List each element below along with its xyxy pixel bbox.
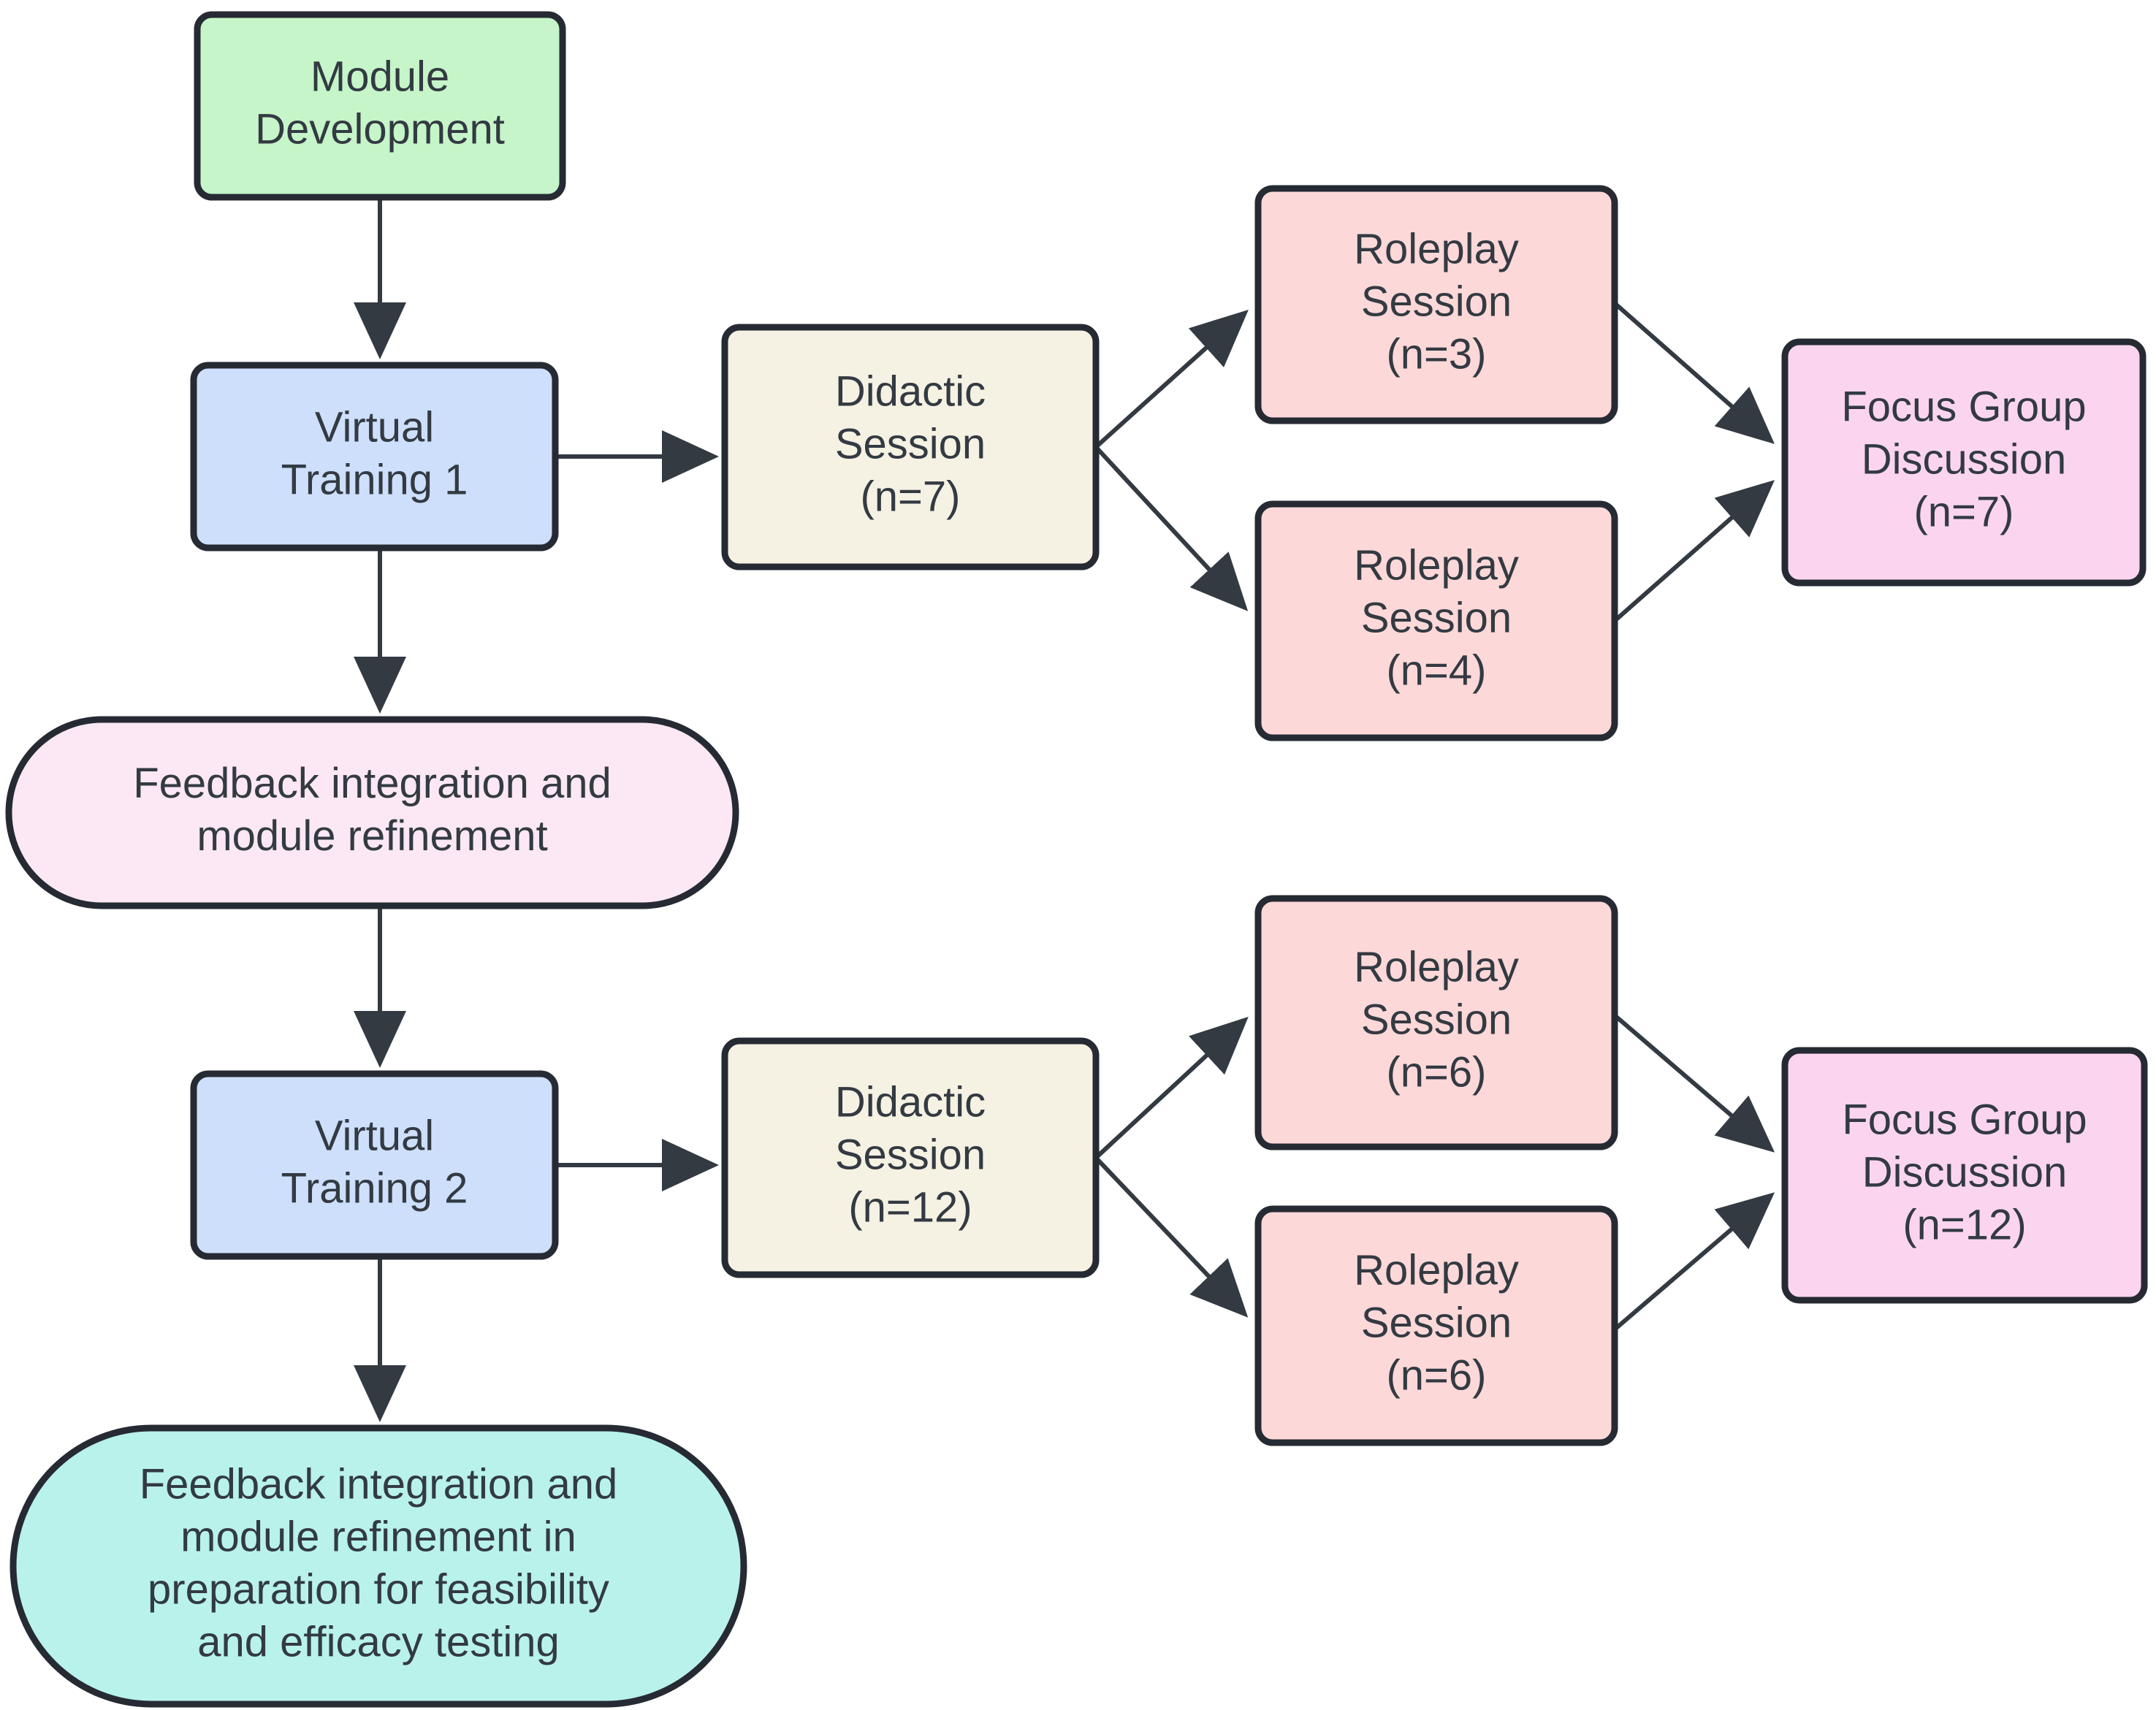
- node-label-focus-group-n12-line-2: (n=12): [1902, 1201, 2026, 1248]
- node-shape-didactic-session-2: [721, 1037, 1100, 1278]
- node-label-roleplay-session-n6-a-line-2: (n=6): [1386, 1048, 1486, 1096]
- node-feedback-refinement-2[interactable]: Feedback integration and module refinemen…: [9, 1424, 747, 1708]
- node-shape-roleplay-session-n3: [1254, 185, 1618, 424]
- node-label-module-development-line-0: Module: [311, 53, 449, 100]
- node-label-virtual-training-1-line-1: Training 1: [281, 456, 468, 503]
- node-label-didactic-session-1-line-2: (n=7): [860, 473, 960, 520]
- node-shape-didactic-session-1: [721, 324, 1100, 570]
- node-label-feedback-refinement-1-line-0: Feedback integration and: [133, 760, 612, 807]
- node-shape-focus-group-n12: [1781, 1047, 2148, 1304]
- node-label-module-development-line-1: Development: [255, 105, 505, 153]
- node-label-virtual-training-2-line-0: Virtual: [315, 1112, 434, 1159]
- node-label-focus-group-n12-line-1: Discussion: [1862, 1148, 2067, 1196]
- node-label-roleplay-session-n6-a-line-1: Session: [1361, 996, 1512, 1043]
- edge-didactic-session-1-to-roleplay-session-n3: [1094, 309, 1249, 449]
- node-label-virtual-training-2-line-1: Training 2: [281, 1164, 468, 1212]
- node-label-roleplay-session-n4-line-1: Session: [1361, 594, 1512, 641]
- node-label-feedback-refinement-2-line-0: Feedback integration and: [140, 1460, 618, 1508]
- edge-didactic-session-2-to-roleplay-session-n6-a: [1094, 1016, 1249, 1160]
- node-label-focus-group-n7-line-0: Focus Group: [1841, 383, 2086, 430]
- node-label-feedback-refinement-1-line-1: module refinement: [197, 812, 547, 860]
- node-shape-focus-group-n7: [1781, 338, 2147, 587]
- node-label-feedback-refinement-2-line-2: preparation for feasibility: [148, 1565, 609, 1613]
- node-shape-roleplay-session-n4: [1254, 500, 1618, 741]
- node-label-didactic-session-2-line-2: (n=12): [848, 1183, 972, 1231]
- node-shape-module-development: [194, 11, 566, 201]
- node-label-roleplay-session-n3-line-1: Session: [1361, 278, 1512, 325]
- node-label-roleplay-session-n3-line-0: Roleplay: [1354, 225, 1519, 272]
- node-feedback-refinement-1[interactable]: Feedback integration and module refinemen…: [5, 716, 739, 909]
- node-label-focus-group-n7-line-2: (n=7): [1913, 488, 2014, 535]
- node-label-roleplay-session-n6-a-line-0: Roleplay: [1354, 943, 1519, 990]
- edge-roleplay-session-n6-a-to-focus-group-n12: [1613, 1013, 1775, 1153]
- edge-roleplay-session-n6-b-to-focus-group-n12: [1613, 1192, 1775, 1332]
- node-label-didactic-session-2-line-0: Didactic: [835, 1078, 986, 1126]
- node-label-roleplay-session-n6-b-line-1: Session: [1361, 1299, 1512, 1346]
- node-shape-roleplay-session-n6-a: [1254, 895, 1618, 1150]
- node-label-roleplay-session-n3-line-2: (n=3): [1386, 330, 1486, 378]
- node-label-feedback-refinement-2-line-1: module refinement in: [180, 1513, 576, 1560]
- node-label-roleplay-session-n6-b-line-2: (n=6): [1386, 1351, 1486, 1399]
- node-label-didactic-session-1-line-1: Session: [835, 420, 986, 467]
- edge-didactic-session-1-to-roleplay-session-n4: [1094, 445, 1249, 611]
- node-label-virtual-training-1-line-0: Virtual: [315, 403, 434, 451]
- edges-layer: [354, 197, 1775, 1422]
- node-label-roleplay-session-n4-line-2: (n=4): [1386, 646, 1486, 694]
- node-label-didactic-session-2-line-1: Session: [835, 1131, 986, 1178]
- node-shape-feedback-refinement-1: [5, 716, 739, 909]
- node-label-roleplay-session-n6-b-line-0: Roleplay: [1354, 1246, 1519, 1294]
- node-label-didactic-session-1-line-0: Didactic: [835, 367, 986, 415]
- node-shape-virtual-training-1: [190, 362, 559, 551]
- edge-roleplay-session-n4-to-focus-group-n7: [1613, 480, 1775, 623]
- edge-roleplay-session-n3-to-focus-group-n7: [1613, 301, 1775, 444]
- node-label-feedback-refinement-2-line-3: and efficacy testing: [197, 1618, 559, 1665]
- node-shape-roleplay-session-n6-b: [1254, 1205, 1618, 1446]
- node-label-focus-group-n7-line-1: Discussion: [1862, 435, 2066, 483]
- edge-didactic-session-2-to-roleplay-session-n6-b: [1094, 1156, 1249, 1318]
- node-shape-virtual-training-2: [190, 1070, 559, 1260]
- node-label-roleplay-session-n4-line-0: Roleplay: [1354, 541, 1519, 589]
- node-shape-feedback-refinement-2: [9, 1424, 747, 1708]
- node-label-focus-group-n12-line-0: Focus Group: [1842, 1096, 2087, 1143]
